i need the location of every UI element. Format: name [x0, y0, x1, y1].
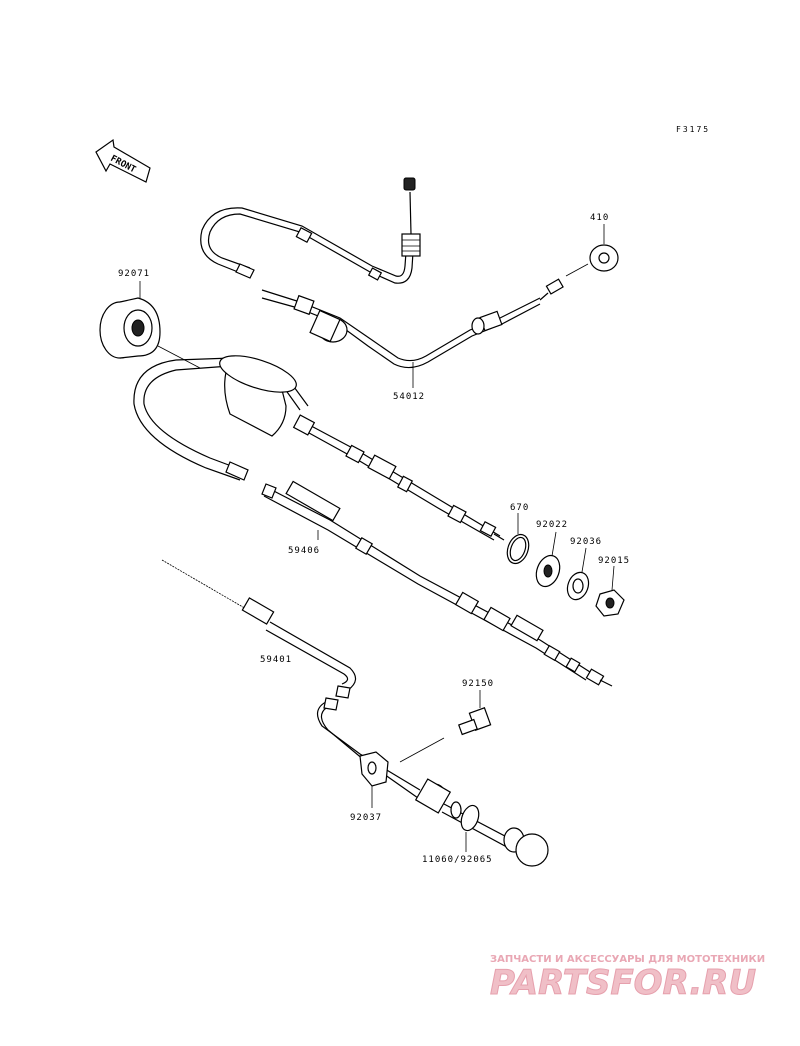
part-label-92015: 92015	[598, 556, 630, 566]
part-label-92022: 92022	[536, 520, 568, 530]
part-label-92071: 92071	[118, 269, 150, 279]
part-label-92150: 92150	[462, 679, 494, 689]
cable-59401	[161, 559, 549, 867]
bolt-92150	[399, 690, 492, 763]
part-label-92037: 92037	[350, 813, 382, 823]
part-label-410: 410	[590, 213, 609, 223]
grommet-92071	[99, 281, 201, 369]
part-label-92036: 92036	[570, 537, 602, 547]
washer-92022	[535, 531, 561, 588]
part-label-670: 670	[510, 503, 529, 513]
watermark-brand: PARTSFOR.RU	[490, 963, 756, 1003]
front-arrow-icon: FRONT	[95, 138, 151, 183]
part-label-54012: 54012	[393, 392, 425, 402]
washer-92036	[566, 547, 590, 601]
o-ring-670	[506, 513, 530, 565]
figure-code: F3175	[676, 125, 710, 134]
throttle-cable-54012	[200, 177, 619, 388]
watermark-tagline: ЗАПЧАСТИ И АКСЕССУАРЫ ДЛЯ МОТОТЕХНИКИ	[490, 954, 765, 965]
nut-92015	[595, 565, 625, 617]
part-label-11060-92065: 11060/92065	[422, 855, 493, 865]
choke-cable-59406	[133, 355, 613, 687]
part-label-59401: 59401	[260, 655, 292, 665]
watermark: ЗАПЧАСТИ И АКСЕССУАРЫ ДЛЯ МОТОТЕХНИКИ PA…	[490, 954, 766, 1004]
part-label-59406: 59406	[288, 546, 320, 556]
